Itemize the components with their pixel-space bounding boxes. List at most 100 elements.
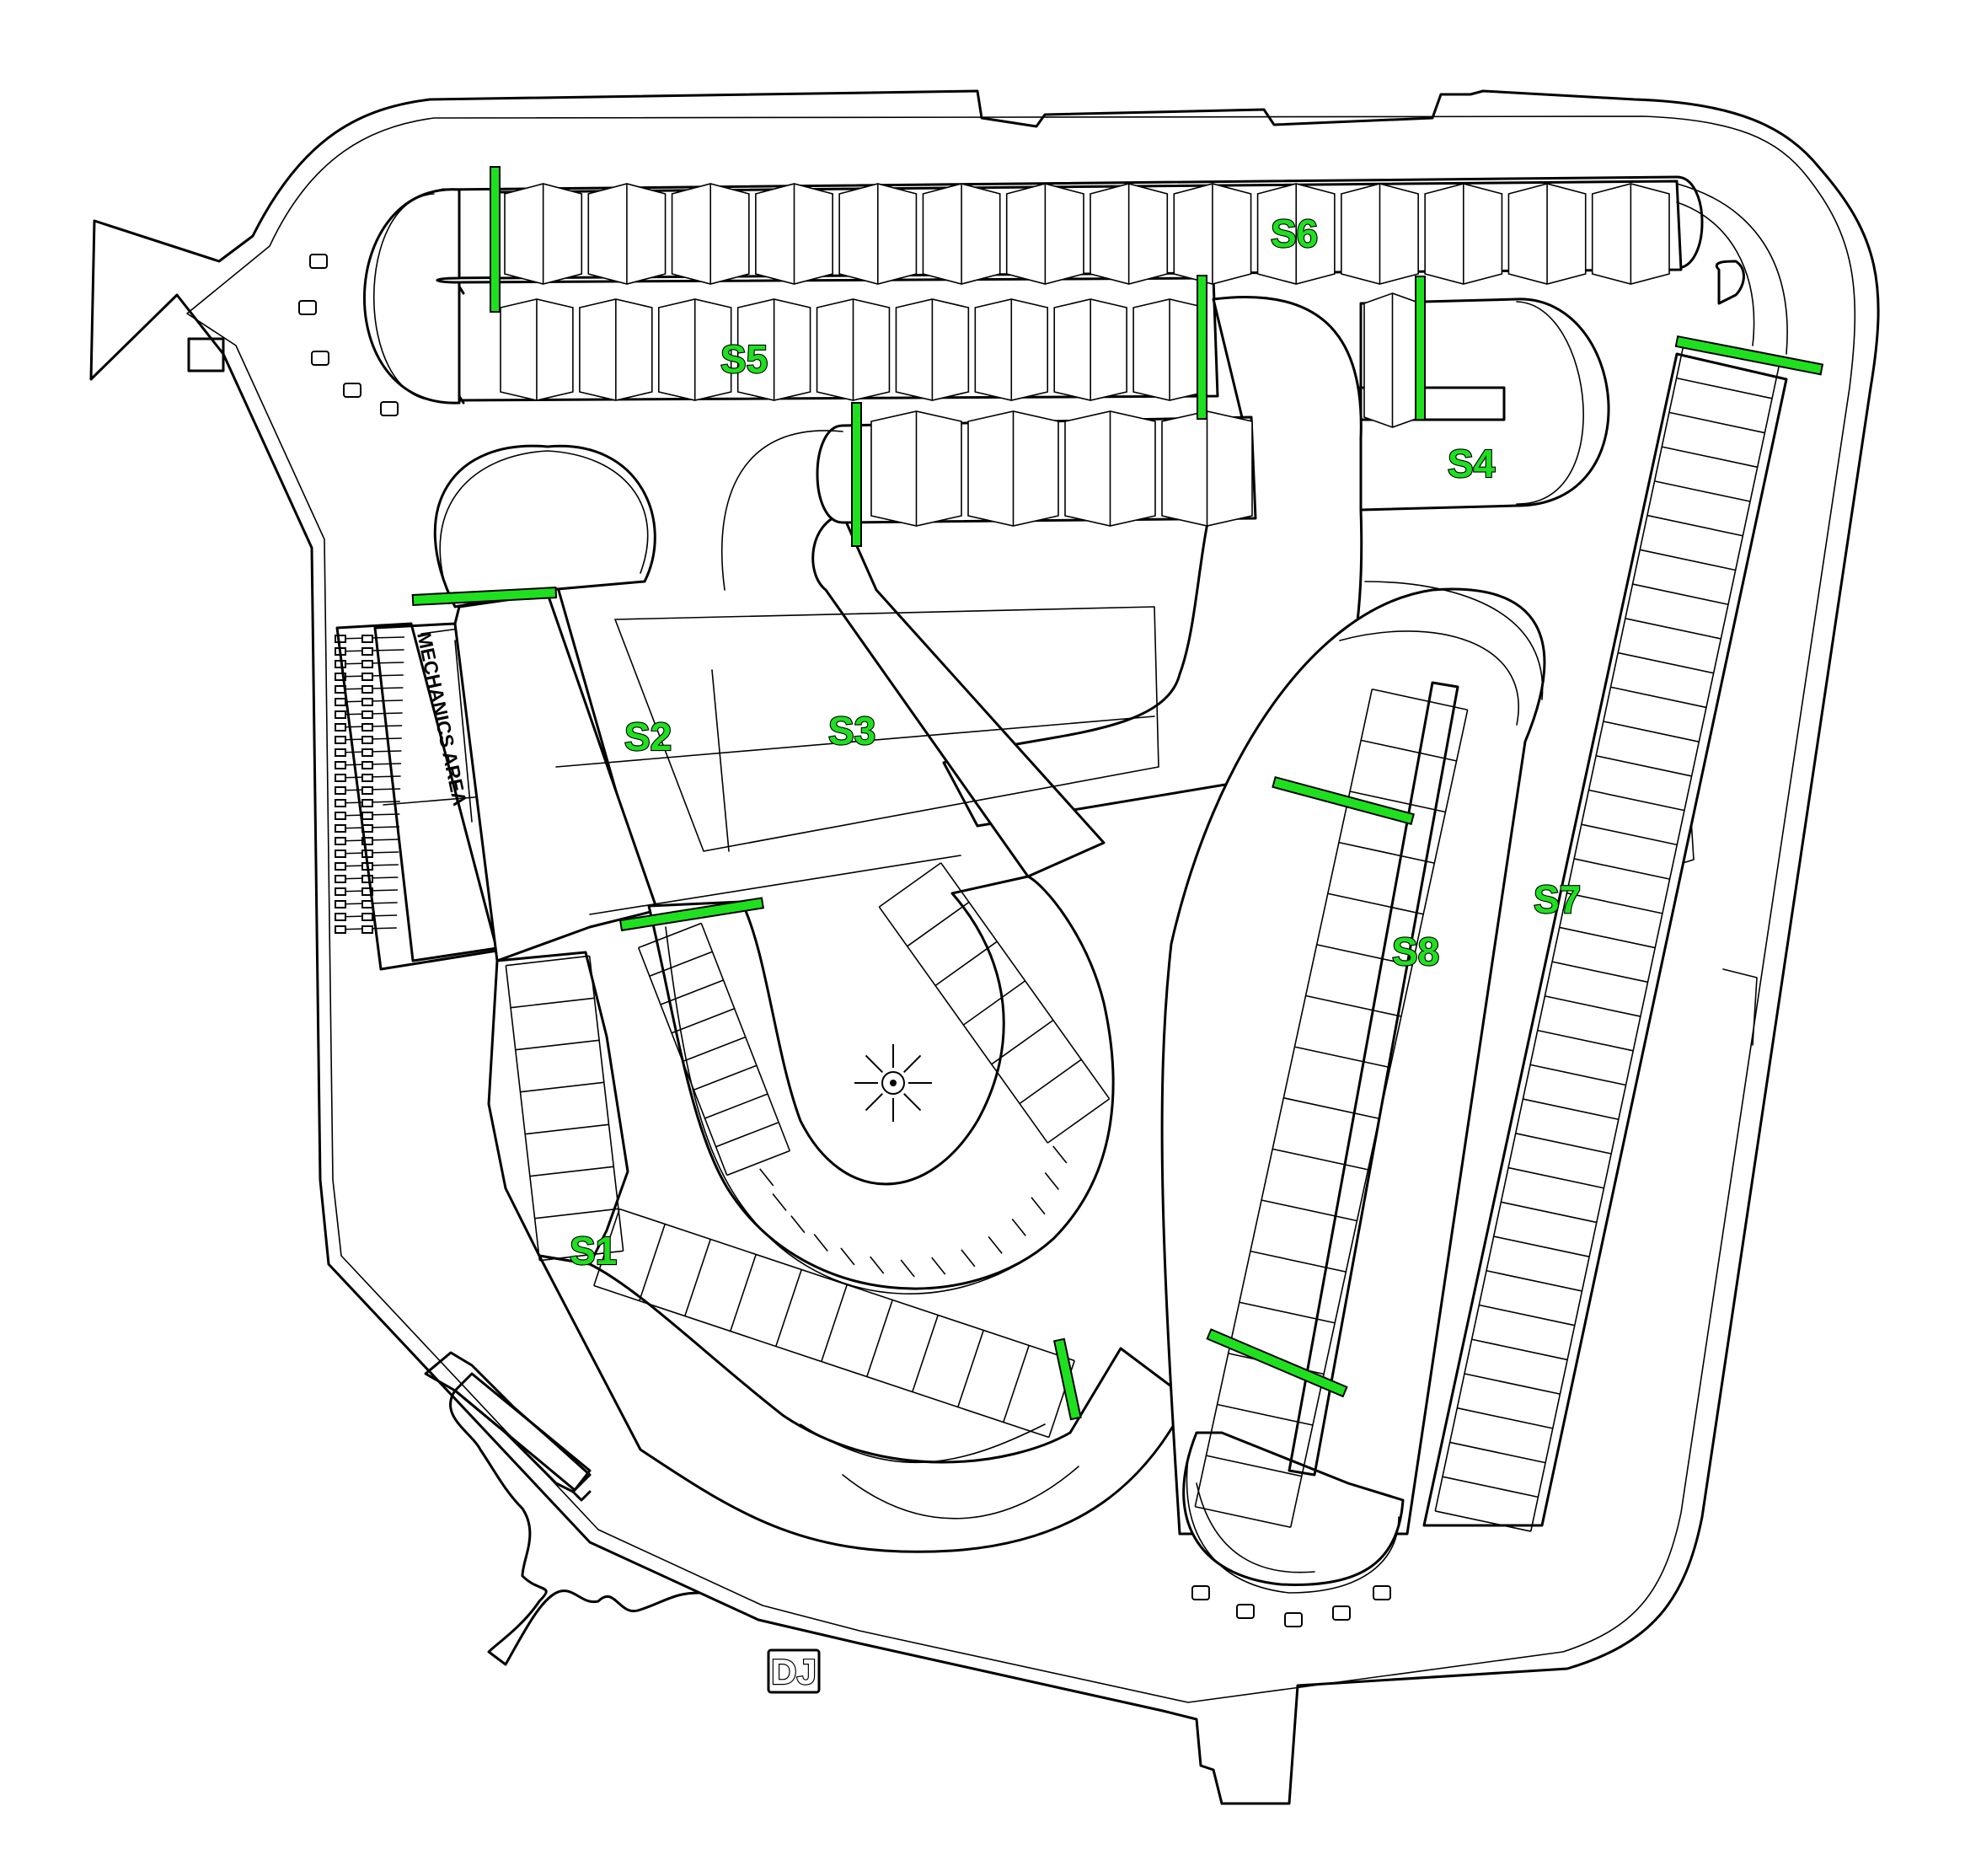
rhythm-step-s1	[529, 1166, 614, 1177]
rhythm-step-s7	[1435, 1510, 1531, 1532]
track-lane-s7	[1422, 352, 1788, 1527]
rhythm-step-s3-edge	[940, 862, 1111, 1100]
rhythm-step-s8	[1250, 1250, 1347, 1273]
tire-barrier	[1236, 1604, 1255, 1619]
rhythm-step-s3-edge	[878, 906, 1049, 1144]
rhythm-step-s7	[1507, 1166, 1604, 1189]
infield-sun-icon	[854, 1044, 932, 1122]
rhythm-step-s2	[715, 1122, 779, 1148]
split-marker-s8-top	[1272, 775, 1415, 826]
mechanics-stall-marker	[335, 673, 346, 681]
rhythm-step-s1	[506, 955, 590, 967]
rhythm-dash	[840, 1247, 855, 1266]
mechanics-stall-marker	[335, 761, 346, 769]
mechanics-stall-marker	[335, 635, 346, 643]
mechanics-stall-marker	[335, 710, 346, 719]
track-lane-s8	[1160, 587, 1546, 1536]
rhythm-step-s7	[1662, 446, 1758, 469]
rhythm-dash	[1052, 1145, 1068, 1164]
section-label-s8: S8	[1392, 930, 1439, 973]
mechanics-stall-marker	[335, 736, 346, 744]
rhythm-step-bottom	[866, 1300, 893, 1377]
mechanics-stall-marker	[361, 673, 373, 681]
section-label-s1: S1	[570, 1229, 617, 1273]
rhythm-step-s1	[510, 997, 595, 1009]
rhythm-step-s8	[1272, 1148, 1368, 1171]
rhythm-step-s7	[1551, 961, 1648, 984]
rhythm-step-s7	[1595, 754, 1692, 777]
rhythm-step-s3	[962, 980, 1026, 1026]
rhythm-dash	[1011, 1218, 1026, 1236]
mechanics-stall-marker	[361, 774, 373, 782]
rhythm-step-s8	[1261, 1199, 1357, 1222]
split-marker-s2-start	[411, 587, 558, 607]
rhythm-step-s1	[534, 1208, 619, 1219]
split-markers	[411, 166, 1824, 1421]
track-turn-top-left	[363, 188, 461, 405]
rhythm-step-s7	[1529, 1064, 1626, 1086]
rhythm-step-s2-edge	[700, 923, 791, 1151]
rhythm-step-s2	[726, 1150, 790, 1177]
tire-barrier	[1191, 1585, 1210, 1600]
split-marker-s8-bottom	[1206, 1328, 1348, 1398]
mechanics-stall-marker	[361, 887, 373, 896]
sun-ray	[903, 1054, 922, 1073]
rhythm-step-s8	[1361, 739, 1457, 762]
rhythm-step-s1	[525, 1123, 609, 1135]
rhythm-step-s7	[1442, 1476, 1539, 1498]
rhythm-step-s7	[1625, 618, 1721, 640]
rhythm-step-s2	[682, 1036, 747, 1063]
rhythm-step-s7	[1610, 686, 1707, 709]
mechanics-stall-marker	[361, 710, 373, 719]
rhythm-step-s1-edge	[588, 956, 624, 1252]
rhythm-step-s7	[1646, 514, 1743, 537]
mechanics-stall-marker	[335, 698, 346, 706]
mechanics-stall-marker	[335, 862, 346, 871]
rhythm-dash	[900, 1259, 915, 1278]
mechanics-stall-marker	[361, 647, 373, 656]
mechanics-stall-marker	[335, 850, 346, 858]
tire-barrier	[1332, 1605, 1351, 1621]
mechanics-stall-marker	[361, 748, 373, 757]
track	[363, 175, 1788, 1594]
section-label-s6: S6	[1271, 212, 1318, 255]
mechanics-stall-marker	[361, 786, 373, 795]
pit-building	[424, 1351, 701, 1666]
mechanics-stall-marker	[335, 774, 346, 782]
mechanics-stall-marker	[361, 837, 373, 845]
rhythm-step-s7	[1537, 1029, 1634, 1052]
mechanics-stall-marker	[361, 812, 373, 820]
rhythm-step-s3	[934, 941, 998, 987]
mechanics-stall-marker	[361, 913, 373, 921]
rhythm-step-s7	[1632, 583, 1729, 606]
rhythm-step-s7	[1581, 823, 1678, 846]
rhythm-dash	[772, 1193, 787, 1211]
split-marker-s2-end	[618, 897, 764, 932]
mechanics-stall-marker	[335, 812, 346, 820]
rhythm-step-s2	[649, 951, 713, 977]
rhythm-step-bottom	[593, 1209, 620, 1286]
rhythm-step-bottom	[684, 1239, 711, 1316]
rhythm-step-s7	[1566, 892, 1663, 914]
rhythm-step-bottom-edge	[618, 1208, 1075, 1362]
sun-ray	[865, 1054, 883, 1073]
rhythm-step-s7	[1603, 721, 1700, 742]
mechanics-stall-marker	[335, 913, 346, 921]
rhythm-sections	[500, 183, 1780, 1532]
rhythm-step-s2	[704, 1093, 768, 1119]
rhythm-step-s8	[1294, 1046, 1390, 1069]
rhythm-step-s8-edge	[1194, 689, 1373, 1507]
section-label-s2: S2	[624, 715, 672, 758]
rhythm-step-bottom	[730, 1254, 757, 1332]
rhythm-step-s7	[1618, 651, 1714, 674]
mechanics-stall-marker	[361, 925, 373, 934]
mechanics-stall-marker	[361, 723, 373, 732]
rhythm-step-bottom-edge	[593, 1284, 1050, 1439]
tire-barrier	[343, 383, 361, 398]
rhythm-step-s3	[878, 862, 942, 908]
rhythm-step-s7	[1479, 1304, 1575, 1327]
rhythm-step-s1-edge	[505, 965, 541, 1261]
rhythm-step-s7	[1449, 1441, 1546, 1464]
rhythm-dash	[759, 1168, 774, 1187]
